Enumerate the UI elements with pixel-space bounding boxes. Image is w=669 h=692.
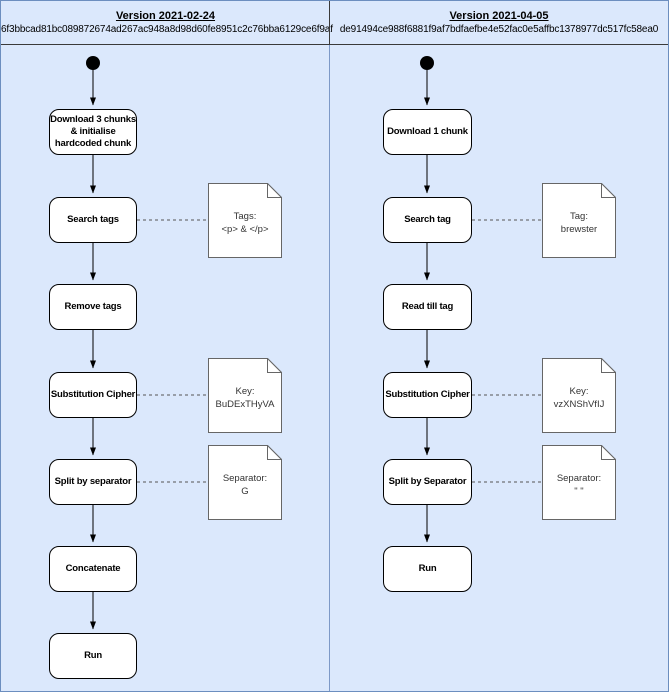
right-node-run: Run (383, 546, 472, 592)
left-sample-hash: 6f3bbcad81bc089872674ad267ac948a8d98d60f… (1, 24, 333, 35)
right-flow-connectors (420, 56, 541, 543)
left-version-title: Version 2021-02-24 (115, 10, 216, 22)
right-sample-hash: de91494ce988f6881f9af7bdfaefbe4e52fac0e5… (339, 24, 659, 35)
right-node-substitution-cipher: Substitution Cipher (383, 372, 472, 418)
note-icon (208, 358, 282, 433)
header-divider (329, 1, 330, 45)
panel-version-2021-02-24: Version 2021-02-24 6f3bbcad81bc089872674… (1, 1, 333, 691)
left-node-download-chunks: Download 3 chunks & initialise hardcoded… (49, 109, 137, 155)
note-line: Key: (235, 385, 255, 397)
right-panel-header: Version 2021-04-05 de91494ce988f6881f9af… (330, 1, 668, 45)
note-line: vzXNShVfIJ (553, 398, 605, 410)
right-note-key: Key: vzXNShVfIJ (542, 358, 616, 433)
note-line: Tag: (570, 210, 588, 222)
left-note-key: Key: BuDExTHyVA (208, 358, 282, 433)
note-line: Key: (569, 385, 589, 397)
note-line: " " (574, 485, 584, 497)
right-version-title: Version 2021-04-05 (449, 10, 549, 22)
left-node-concatenate: Concatenate (49, 546, 137, 592)
left-start-node-icon (86, 56, 100, 70)
note-line: <p> & </p> (221, 223, 269, 235)
left-node-search-tags: Search tags (49, 197, 137, 243)
right-note-separator: Separator: " " (542, 445, 616, 520)
note-icon (542, 445, 616, 520)
note-line: Tags: (233, 210, 257, 222)
left-node-remove-tags: Remove tags (49, 284, 137, 330)
right-node-split-by-separator: Split by Separator (383, 459, 472, 505)
right-node-read-till-tag: Read till tag (383, 284, 472, 330)
note-line: Separator: (222, 472, 268, 484)
right-node-download-chunk: Download 1 chunk (383, 109, 472, 155)
left-node-split-by-separator: Split by separator (49, 459, 137, 505)
right-note-tag: Tag: brewster (542, 183, 616, 258)
left-note-separator: Separator: G (208, 445, 282, 520)
note-line: G (241, 485, 249, 497)
panel-version-2021-04-05: Version 2021-04-05 de91494ce988f6881f9af… (330, 1, 668, 691)
left-panel-header: Version 2021-02-24 6f3bbcad81bc089872674… (1, 1, 333, 45)
note-line: brewster (560, 223, 598, 235)
note-line: Separator: (556, 472, 602, 484)
right-node-search-tag: Search tag (383, 197, 472, 243)
note-icon (208, 183, 282, 258)
note-line: BuDExTHyVA (215, 398, 275, 410)
left-note-tags: Tags: <p> & </p> (208, 183, 282, 258)
note-icon (542, 358, 616, 433)
right-start-node-icon (420, 56, 434, 70)
left-node-substitution-cipher: Substitution Cipher (49, 372, 137, 418)
left-node-run: Run (49, 633, 137, 679)
note-icon (542, 183, 616, 258)
note-icon (208, 445, 282, 520)
panel-divider (329, 1, 330, 691)
